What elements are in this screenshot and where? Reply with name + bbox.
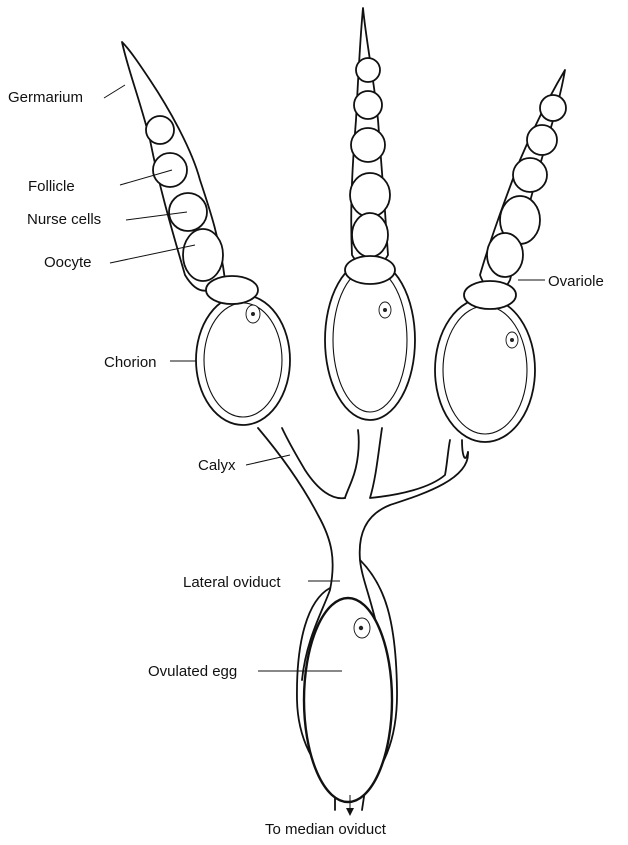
ovariole-right (435, 70, 566, 442)
label-lateral-oviduct: Lateral oviduct (183, 574, 281, 591)
label-ovulated-egg: Ovulated egg (148, 663, 237, 680)
label-oocyte: Oocyte (44, 254, 92, 271)
label-follicle: Follicle (28, 178, 75, 195)
ovariole-middle (325, 8, 415, 420)
label-nurse-cells: Nurse cells (27, 211, 101, 228)
label-germarium: Germarium (8, 89, 83, 106)
label-chorion: Chorion (104, 354, 157, 371)
label-ovariole: Ovariole (548, 273, 604, 290)
label-calyx: Calyx (198, 457, 236, 474)
leader-germarium (104, 85, 125, 98)
ovulated-egg (297, 560, 397, 816)
label-to-median-oviduct: To median oviduct (265, 821, 387, 838)
